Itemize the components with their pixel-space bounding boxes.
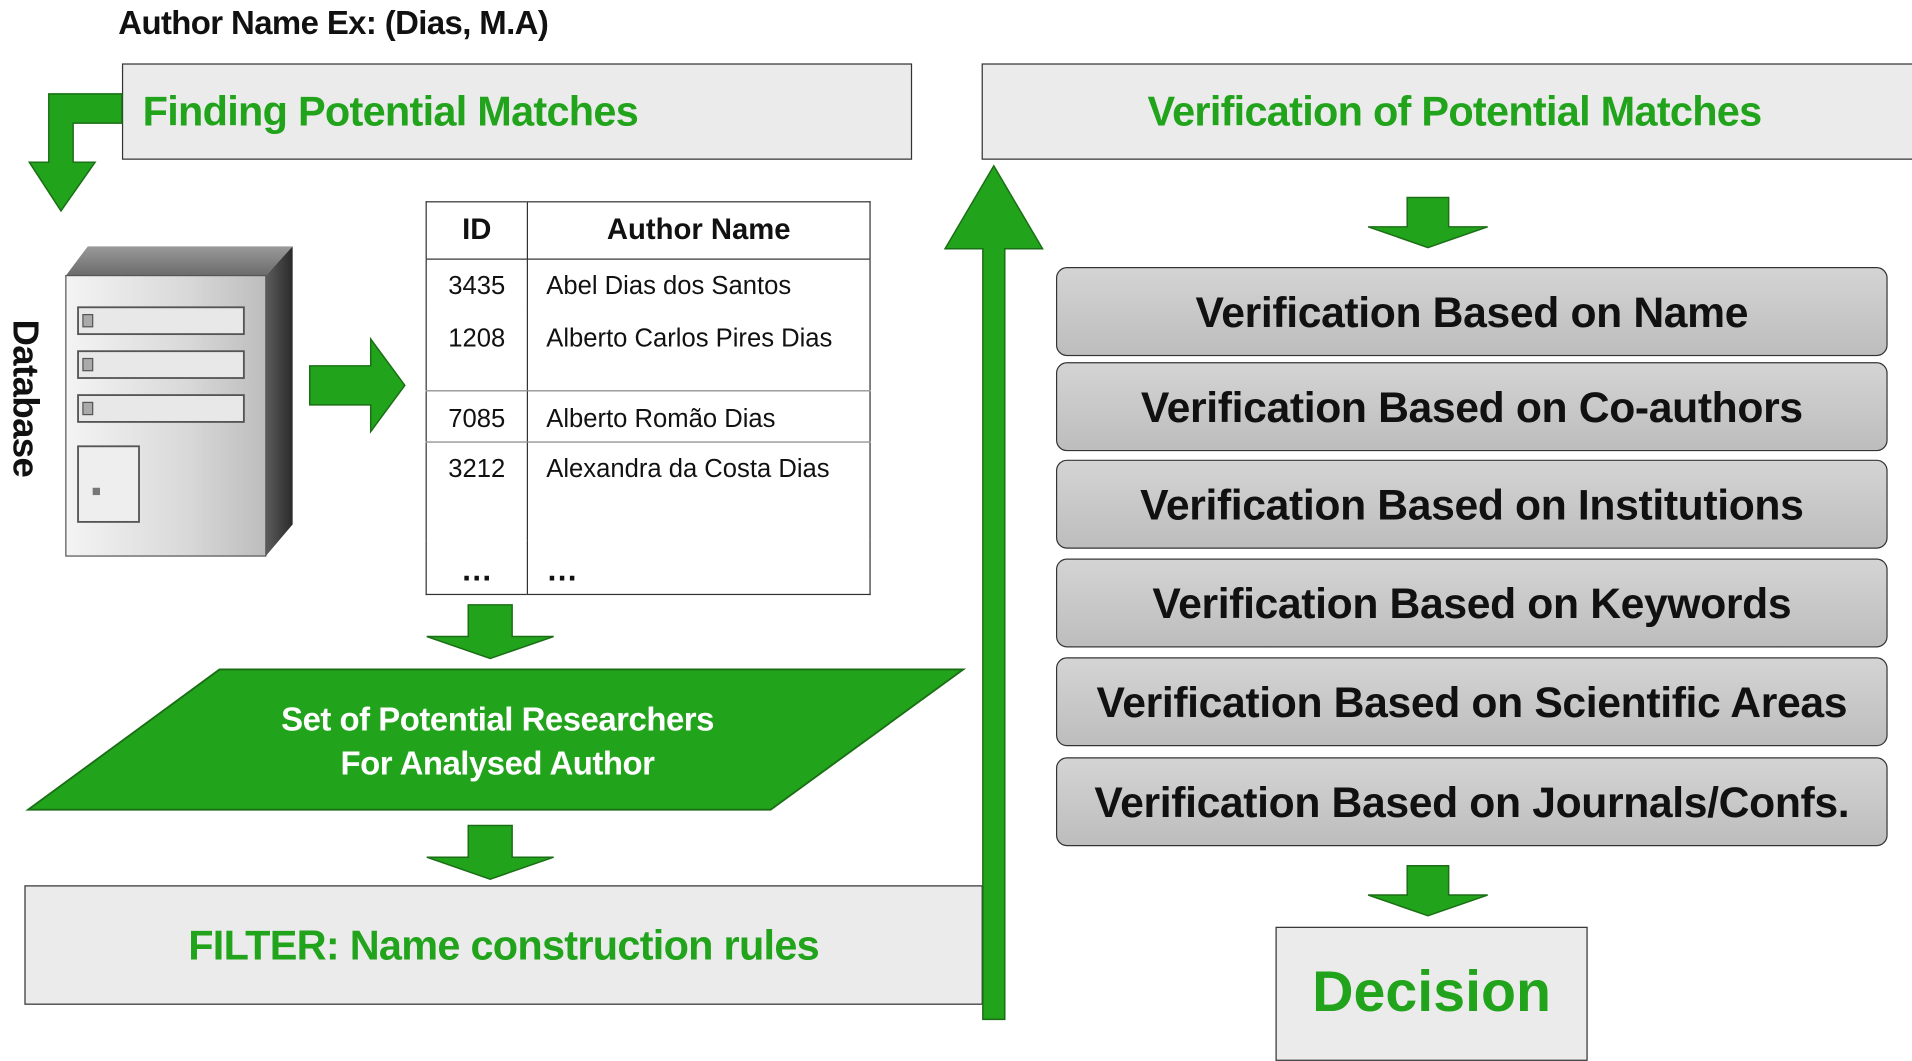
filter-box: FILTER: Name construction rules (24, 885, 983, 1005)
cell-id: 3212 (426, 442, 529, 540)
verification-journals-box: Verification Based on Journals/Confs. (1056, 757, 1888, 847)
table-row: … … (426, 539, 870, 595)
cell-ellipsis-id: … (426, 539, 529, 595)
cell-id: 3435 (426, 259, 529, 311)
cell-id: 7085 (426, 390, 529, 443)
potential-researchers-line2: For Analysed Author (340, 745, 655, 782)
cell-id: 1208 (426, 310, 529, 392)
down-arrow-icon (426, 824, 554, 880)
up-arrow-icon (943, 164, 1044, 1021)
right-arrow-icon (308, 336, 406, 434)
down-arrow-icon (426, 604, 554, 660)
verification-institutions-box: Verification Based on Institutions (1056, 459, 1888, 549)
cell-author-name: Alberto Romão Dias (527, 390, 871, 443)
verification-coauthors-box: Verification Based on Co-authors (1056, 362, 1888, 452)
decision-label: Decision (1312, 958, 1552, 1024)
finding-potential-matches-title: Finding Potential Matches (142, 89, 639, 136)
database-label: Database (4, 319, 46, 478)
potential-researchers-text: Set of Potential Researchers For Analyse… (229, 697, 766, 785)
table-row: 7085 Alberto Romão Dias (426, 390, 871, 443)
author-name-example: Author Name Ex: (Dias, M.A) (118, 4, 549, 42)
author-table: ID Author Name 3435 Abel Dias dos Santos… (425, 201, 871, 596)
column-header-id: ID (426, 201, 529, 260)
column-header-author-name: Author Name (527, 201, 871, 260)
decision-box: Decision (1275, 926, 1588, 1061)
verification-potential-matches-title: Verification of Potential Matches (1147, 89, 1762, 136)
finding-potential-matches-box: Finding Potential Matches (121, 63, 913, 160)
table-row: 3212 Alexandra da Costa Dias (426, 442, 870, 540)
down-arrow-icon (1367, 865, 1488, 917)
potential-researchers-parallelogram (25, 668, 967, 811)
down-turn-arrow-icon (27, 93, 123, 213)
verification-keywords-box: Verification Based on Keywords (1056, 558, 1888, 648)
table-row: 1208 Alberto Carlos Pires Dias (426, 310, 871, 392)
cell-author-name: Abel Dias dos Santos (546, 271, 792, 300)
verification-potential-matches-box: Verification of Potential Matches (981, 63, 1912, 160)
verification-scientific-areas-box: Verification Based on Scientific Areas (1056, 657, 1888, 747)
database-server-icon (65, 246, 293, 557)
cell-ellipsis-name: … (546, 551, 578, 588)
filter-label: FILTER: Name construction rules (188, 923, 820, 970)
table-row: 3435 Abel Dias dos Santos (426, 259, 870, 311)
down-arrow-icon (1367, 196, 1488, 249)
cell-author-name: Alberto Carlos Pires Dias (527, 310, 871, 392)
verification-name-box: Verification Based on Name (1056, 267, 1888, 357)
table-header-row: ID Author Name (426, 201, 871, 260)
potential-researchers-line1: Set of Potential Researchers (281, 701, 714, 738)
cell-author-name: Alexandra da Costa Dias (546, 454, 830, 483)
